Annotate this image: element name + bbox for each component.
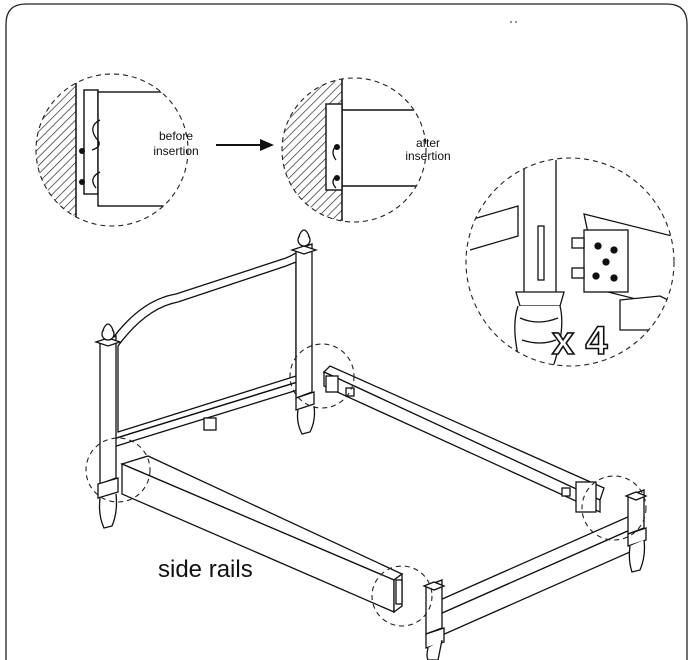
bolt-dot [334, 144, 340, 150]
top-marks [510, 21, 517, 23]
quantity-label: x 4 [552, 319, 608, 363]
side-rail-right [322, 365, 605, 514]
side-rail-left [120, 455, 404, 614]
after-label-line2: insertion [405, 149, 450, 163]
detail-after-insertion: after insertion [281, 77, 451, 223]
bed-frame [93, 229, 648, 660]
before-label-line2: insertion [153, 144, 198, 158]
bolt-dot [79, 179, 85, 185]
before-label-line1: before [159, 129, 193, 143]
bolt-dot [334, 175, 340, 181]
callout-circles [85, 343, 647, 627]
page-border [5, 3, 688, 660]
footboard-post-left [422, 579, 446, 660]
side-rails-label: side rails [158, 556, 253, 583]
detail-bracket: x 4 [465, 157, 675, 367]
footboard-post-right [624, 489, 648, 573]
bolt-dot [79, 148, 85, 154]
headboard-post-left [93, 323, 123, 529]
headboard-post-right [289, 229, 319, 435]
detail-before-insertion: before insertion [35, 73, 199, 227]
insertion-arrow [216, 139, 274, 151]
after-label-line1: after [416, 136, 440, 150]
footboard-rail [439, 515, 631, 637]
